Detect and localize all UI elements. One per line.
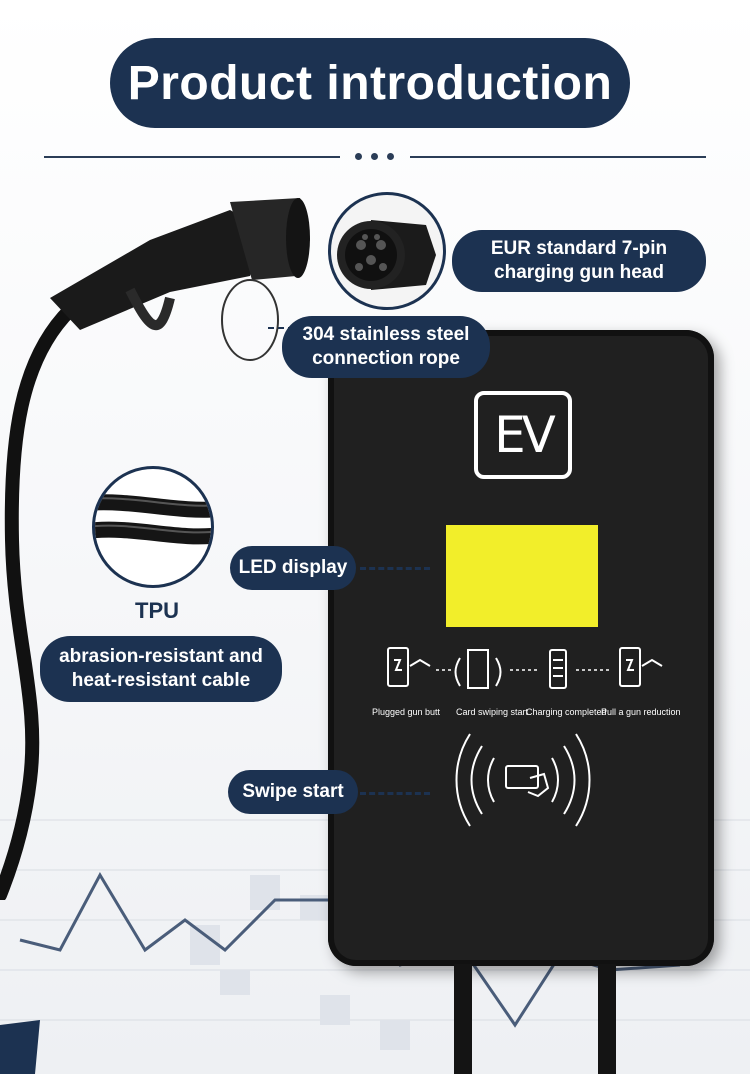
plug-station-icon: [387, 647, 409, 687]
led-display-callout: LED display: [230, 546, 356, 590]
charging-steps-icons: [387, 647, 663, 689]
gun-head-inset: [328, 192, 446, 310]
divider-right: [410, 156, 706, 158]
card-icon: [505, 765, 539, 789]
gun-head-line-1: EUR standard 7-pin: [490, 238, 668, 259]
card-reader-icon: [467, 649, 489, 689]
rope-line-2: connection rope: [312, 348, 460, 369]
charger-pole-right: [598, 964, 616, 1074]
background-trend-line: [19, 871, 681, 1028]
step-label-plugged: Plugged gun butt: [372, 707, 441, 717]
hand-icon: [527, 772, 550, 798]
gun-head-callout: EUR standard 7-pin charging gun head: [452, 230, 706, 292]
gun-head-line-2: charging gun head: [494, 262, 664, 283]
charger-pole-left: [454, 964, 472, 1074]
charging-gun-image: [0, 198, 310, 900]
step-label-pull: Pull a gun reduction: [601, 707, 681, 717]
divider-dot: [355, 153, 362, 160]
swipe-callout-connector: [360, 792, 430, 795]
led-callout-connector: [360, 567, 430, 570]
divider-left: [44, 156, 340, 158]
tpu-cable-inset: [92, 466, 214, 588]
divider-dot: [371, 153, 378, 160]
step-label-completed: Charging completed: [526, 707, 607, 717]
gun-head-closeup: [337, 220, 436, 290]
cable-callout: abrasion-resistant and heat-resistant ca…: [40, 636, 282, 702]
cable-line-1: abrasion-resistant and: [59, 646, 263, 667]
swipe-start-callout: Swipe start: [228, 770, 358, 814]
rope-callout: 304 stainless steel connection rope: [282, 316, 490, 378]
ev-logo: EV: [474, 391, 572, 479]
cable-line-2: heat-resistant cable: [71, 670, 251, 691]
battery-icon: [549, 649, 567, 689]
led-display-screen: [446, 525, 598, 627]
divider-dot: [387, 153, 394, 160]
unplug-station-icon: [619, 647, 641, 687]
tpu-label: TPU: [135, 598, 179, 623]
rfid-swipe-area: [455, 733, 591, 827]
rope-line-1: 304 stainless steel: [302, 324, 470, 345]
background-line-chart: [0, 819, 750, 1074]
page-title: Product introduction: [110, 38, 630, 128]
step-label-swiping: Card swiping start: [456, 707, 529, 717]
tpu-cable-closeup: [95, 494, 211, 545]
